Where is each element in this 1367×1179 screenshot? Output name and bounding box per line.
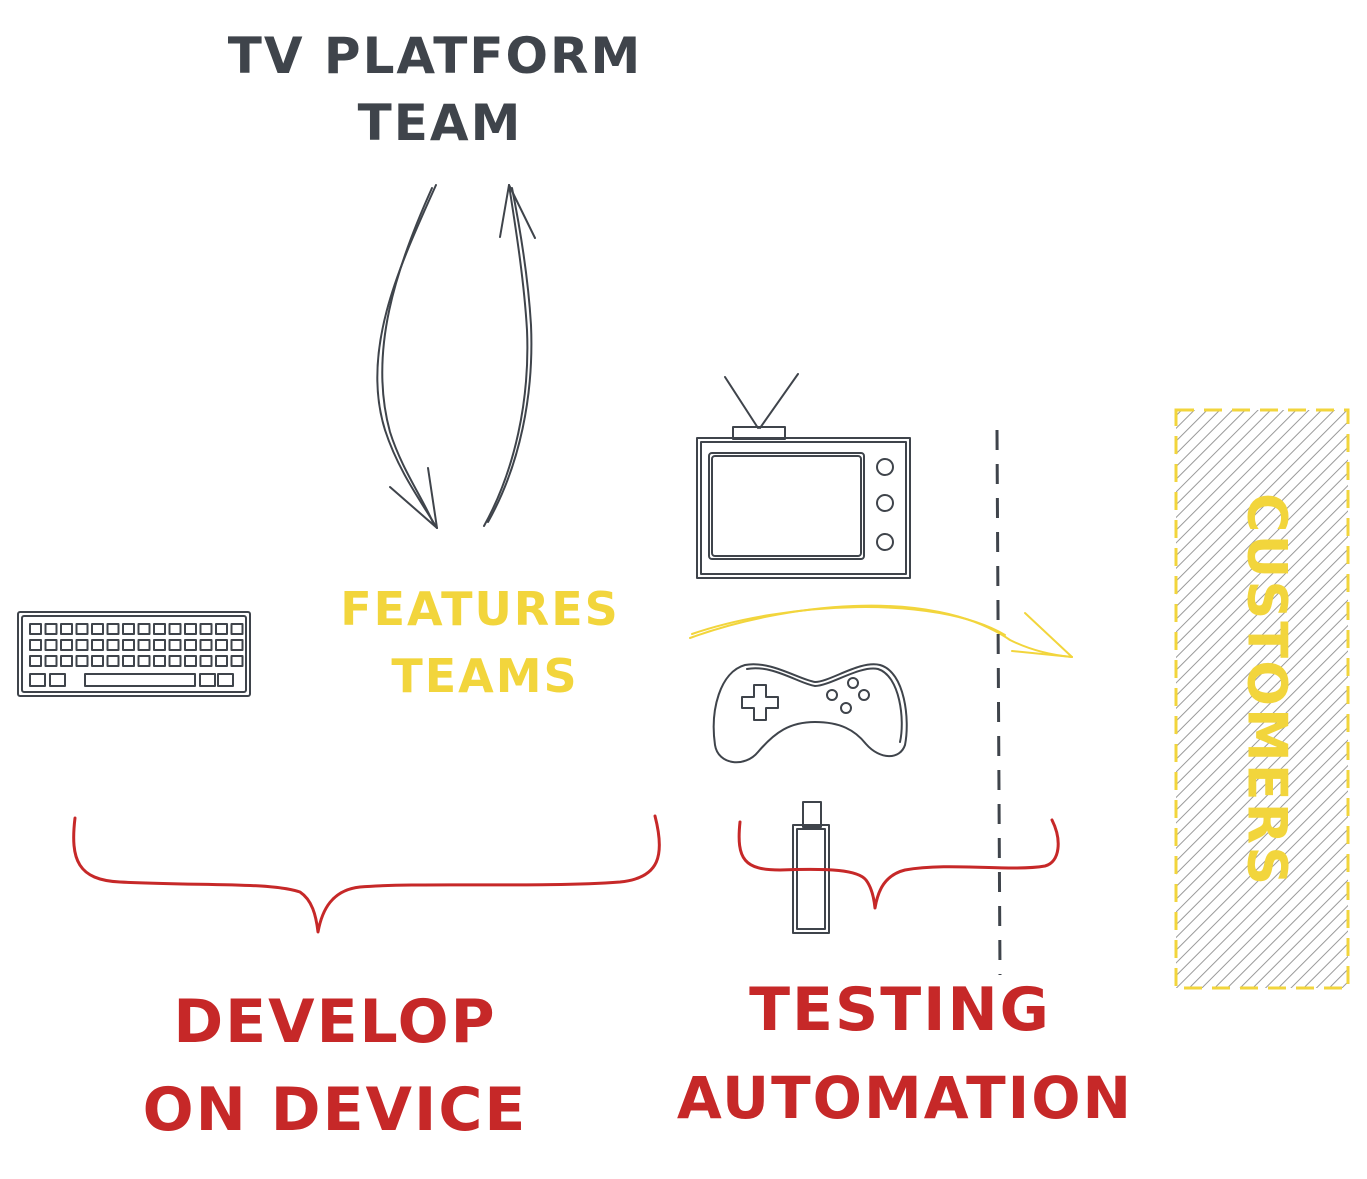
keyboard-key: [29, 673, 46, 687]
release-boundary-line: [995, 429, 1002, 976]
keyboard-icon: [17, 611, 251, 697]
keyboard-key: [84, 673, 196, 687]
keyboard-key: [199, 673, 216, 687]
keyboard-key: [215, 623, 228, 635]
testing-automation-label-line2: AUTOMATION: [677, 1064, 1133, 1132]
platform-team-label-line1: TV PLATFORM: [228, 27, 643, 85]
keyboard-key: [75, 639, 89, 651]
keyboard-key: [60, 623, 73, 635]
keyboard-key: [106, 655, 120, 667]
keyboard-key: [153, 655, 166, 667]
keyboard-key: [230, 623, 244, 635]
keyboard-key: [106, 623, 120, 635]
develop-on-device-label-line1: DEVELOP: [173, 987, 496, 1057]
features-teams-label-line2: TEAMS: [391, 649, 578, 703]
keyboard-key: [168, 639, 182, 651]
keyboard-key: [137, 623, 151, 635]
streaming-stick-icon: [792, 801, 830, 934]
keyboard-key: [153, 639, 166, 651]
keyboard-key: [199, 623, 213, 635]
develop-on-device-label-line2: ON DEVICE: [143, 1075, 528, 1145]
keyboard-key: [122, 623, 135, 635]
keyboard-key: [29, 623, 42, 635]
release-flow-arrow: [689, 604, 1073, 658]
keyboard-key: [184, 623, 197, 635]
keyboard-key: [168, 655, 182, 667]
keyboard-key: [29, 639, 42, 651]
keyboard-key: [75, 655, 89, 667]
keyboard-key: [44, 623, 58, 635]
testing-automation-label-line1: TESTING: [749, 975, 1051, 1045]
keyboard-key: [91, 655, 104, 667]
keyboard-key: [60, 655, 73, 667]
keyboard-key: [217, 673, 234, 687]
arrow-up-to-platform: [483, 184, 536, 527]
keyboard-key: [199, 639, 213, 651]
keyboard-key: [122, 639, 135, 651]
keyboard-key: [184, 639, 197, 651]
keyboard-key: [184, 655, 197, 667]
keyboard-key: [230, 639, 244, 651]
keyboard-key: [106, 639, 120, 651]
keyboard-key: [137, 655, 151, 667]
develop-brace: [72, 814, 661, 934]
keyboard-key: [44, 639, 58, 651]
tv-icon: [696, 373, 911, 579]
keyboard-key: [29, 655, 42, 667]
keyboard-key: [49, 673, 66, 687]
customers-label: CUSTOMERS: [1235, 493, 1298, 887]
keyboard-key: [168, 623, 182, 635]
keyboard-key: [91, 639, 104, 651]
customers-box: [1174, 408, 1350, 990]
keyboard-key: [215, 639, 228, 651]
features-teams-label-line1: FEATURES: [340, 582, 620, 636]
keyboard-key: [91, 623, 104, 635]
keyboard-key: [44, 655, 58, 667]
keyboard-key: [199, 655, 213, 667]
keyboard-key: [60, 639, 73, 651]
keyboard-key: [75, 623, 89, 635]
testing-brace: [737, 818, 1060, 910]
platform-team-label-line2: TEAM: [358, 94, 523, 152]
keyboard-key: [215, 655, 228, 667]
arrow-down-to-features: [376, 184, 438, 529]
keyboard-key: [153, 623, 166, 635]
keyboard-key: [137, 639, 151, 651]
gamepad-icon: [712, 663, 908, 764]
keyboard-key: [122, 655, 135, 667]
keyboard-key: [230, 655, 244, 667]
